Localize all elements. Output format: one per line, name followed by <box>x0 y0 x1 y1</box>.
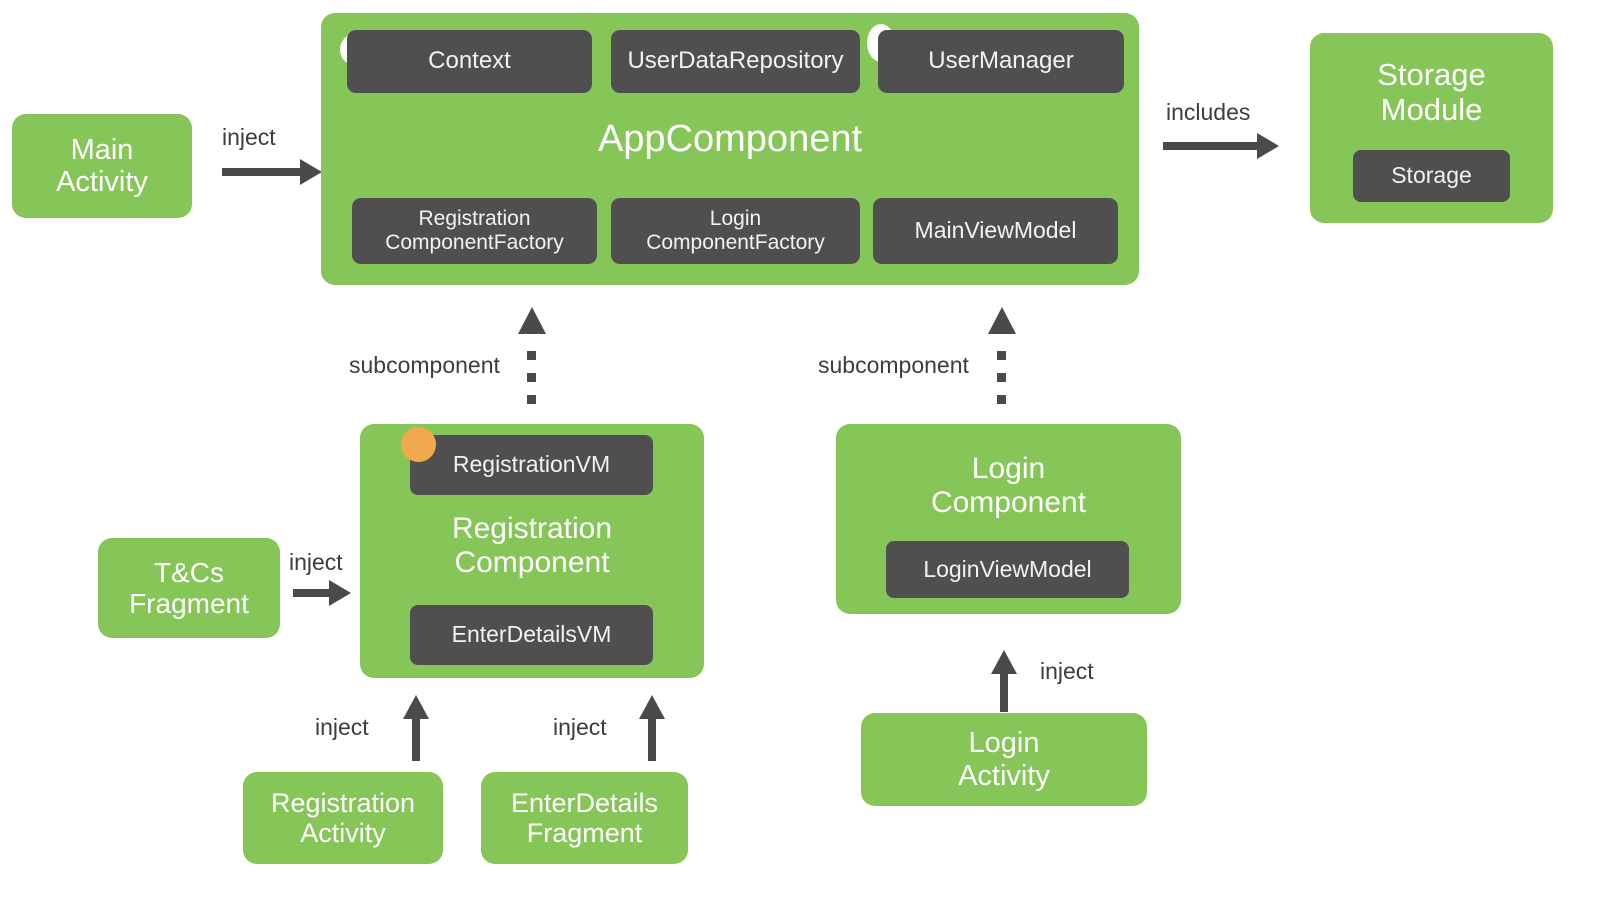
binding-registration-vm-label: RegistrationVM <box>452 451 611 478</box>
binding-enter-details-vm[interactable]: EnterDetailsVM <box>410 605 653 665</box>
edge-label-login-activity-inject: inject <box>1040 658 1094 684</box>
node-login-component[interactable]: Login Component LoginViewModel <box>836 424 1181 614</box>
binding-main-view-model-label: MainViewModel <box>914 217 1077 244</box>
node-registration-activity-label: Registration Activity <box>270 787 416 848</box>
node-login-activity-label: Login Activity <box>958 727 1050 792</box>
arrow-shaft <box>412 717 420 761</box>
binding-login-component-factory[interactable]: Login ComponentFactory <box>611 198 860 264</box>
node-app-component[interactable]: Context UserDataRepository UserManager A… <box>321 13 1139 285</box>
connector-dot <box>997 373 1006 382</box>
node-enter-details-fragment-label: EnterDetails Fragment <box>510 787 659 848</box>
arrow-head <box>329 580 351 606</box>
node-tcs-fragment-label: T&Cs Fragment <box>129 556 249 619</box>
connector-dot <box>997 351 1006 360</box>
binding-registration-vm[interactable]: RegistrationVM <box>410 435 653 495</box>
edge-label-enter-details-inject: inject <box>553 714 607 740</box>
binding-user-data-repository[interactable]: UserDataRepository <box>611 30 860 93</box>
arrow-head <box>639 695 665 719</box>
arrow-shaft <box>648 717 656 761</box>
binding-user-manager-label: UserManager <box>928 47 1074 75</box>
binding-user-manager[interactable]: UserManager <box>878 30 1124 93</box>
arrow-head <box>403 695 429 719</box>
edge-label-registration-subcomponent: subcomponent <box>349 352 500 378</box>
node-main-activity-label: Main Activity <box>56 133 148 198</box>
arrow-head <box>991 650 1017 674</box>
node-login-component-title: Login Component <box>930 452 1087 519</box>
arrow-head <box>1257 133 1279 159</box>
node-app-component-title: AppComponent <box>597 118 863 160</box>
node-tcs-fragment[interactable]: T&Cs Fragment <box>98 538 280 638</box>
arrow-shaft <box>1163 142 1257 150</box>
arrow-shaft <box>222 168 300 176</box>
node-storage-module-title: Storage Module <box>1377 57 1486 128</box>
binding-registration-component-factory[interactable]: Registration ComponentFactory <box>352 198 597 264</box>
binding-login-view-model[interactable]: LoginViewModel <box>886 541 1129 598</box>
edge-label-main-activity-inject: inject <box>222 124 276 150</box>
scope-dot-registration <box>401 427 436 462</box>
binding-storage[interactable]: Storage <box>1353 150 1510 202</box>
binding-context-label: Context <box>428 47 511 75</box>
connector-dot <box>527 395 536 404</box>
connector-dot <box>997 395 1006 404</box>
node-registration-component-title: Registration Component <box>451 512 613 579</box>
node-enter-details-fragment[interactable]: EnterDetails Fragment <box>481 772 688 864</box>
edge-label-registration-activity-inject: inject <box>315 714 369 740</box>
arrow-shaft <box>293 589 333 597</box>
arrow-head <box>300 159 322 185</box>
edge-label-tcs-inject: inject <box>289 549 343 575</box>
binding-login-view-model-label: LoginViewModel <box>923 555 1092 582</box>
node-registration-component[interactable]: RegistrationVM Registration Component En… <box>360 424 704 678</box>
node-storage-module[interactable]: Storage Module Storage <box>1310 33 1553 223</box>
connector-registration-subcomponent <box>518 307 546 404</box>
binding-enter-details-vm-label: EnterDetailsVM <box>451 621 612 648</box>
binding-login-component-factory-label: Login ComponentFactory <box>646 207 825 254</box>
arrow-shaft <box>1000 672 1008 712</box>
connector-arrow-head <box>988 307 1016 334</box>
node-login-activity[interactable]: Login Activity <box>861 713 1147 806</box>
binding-main-view-model[interactable]: MainViewModel <box>873 198 1118 264</box>
edge-label-login-subcomponent: subcomponent <box>818 352 969 378</box>
binding-user-data-repository-label: UserDataRepository <box>627 47 844 75</box>
connector-login-subcomponent <box>988 307 1016 404</box>
connector-dot <box>527 373 536 382</box>
binding-context[interactable]: Context <box>347 30 592 93</box>
connector-arrow-head <box>518 307 546 334</box>
node-main-activity[interactable]: Main Activity <box>12 114 192 218</box>
edge-label-includes: includes <box>1166 99 1251 125</box>
binding-registration-component-factory-label: Registration ComponentFactory <box>385 207 564 254</box>
connector-dot <box>527 351 536 360</box>
binding-storage-label: Storage <box>1391 162 1472 189</box>
node-registration-activity[interactable]: Registration Activity <box>243 772 443 864</box>
